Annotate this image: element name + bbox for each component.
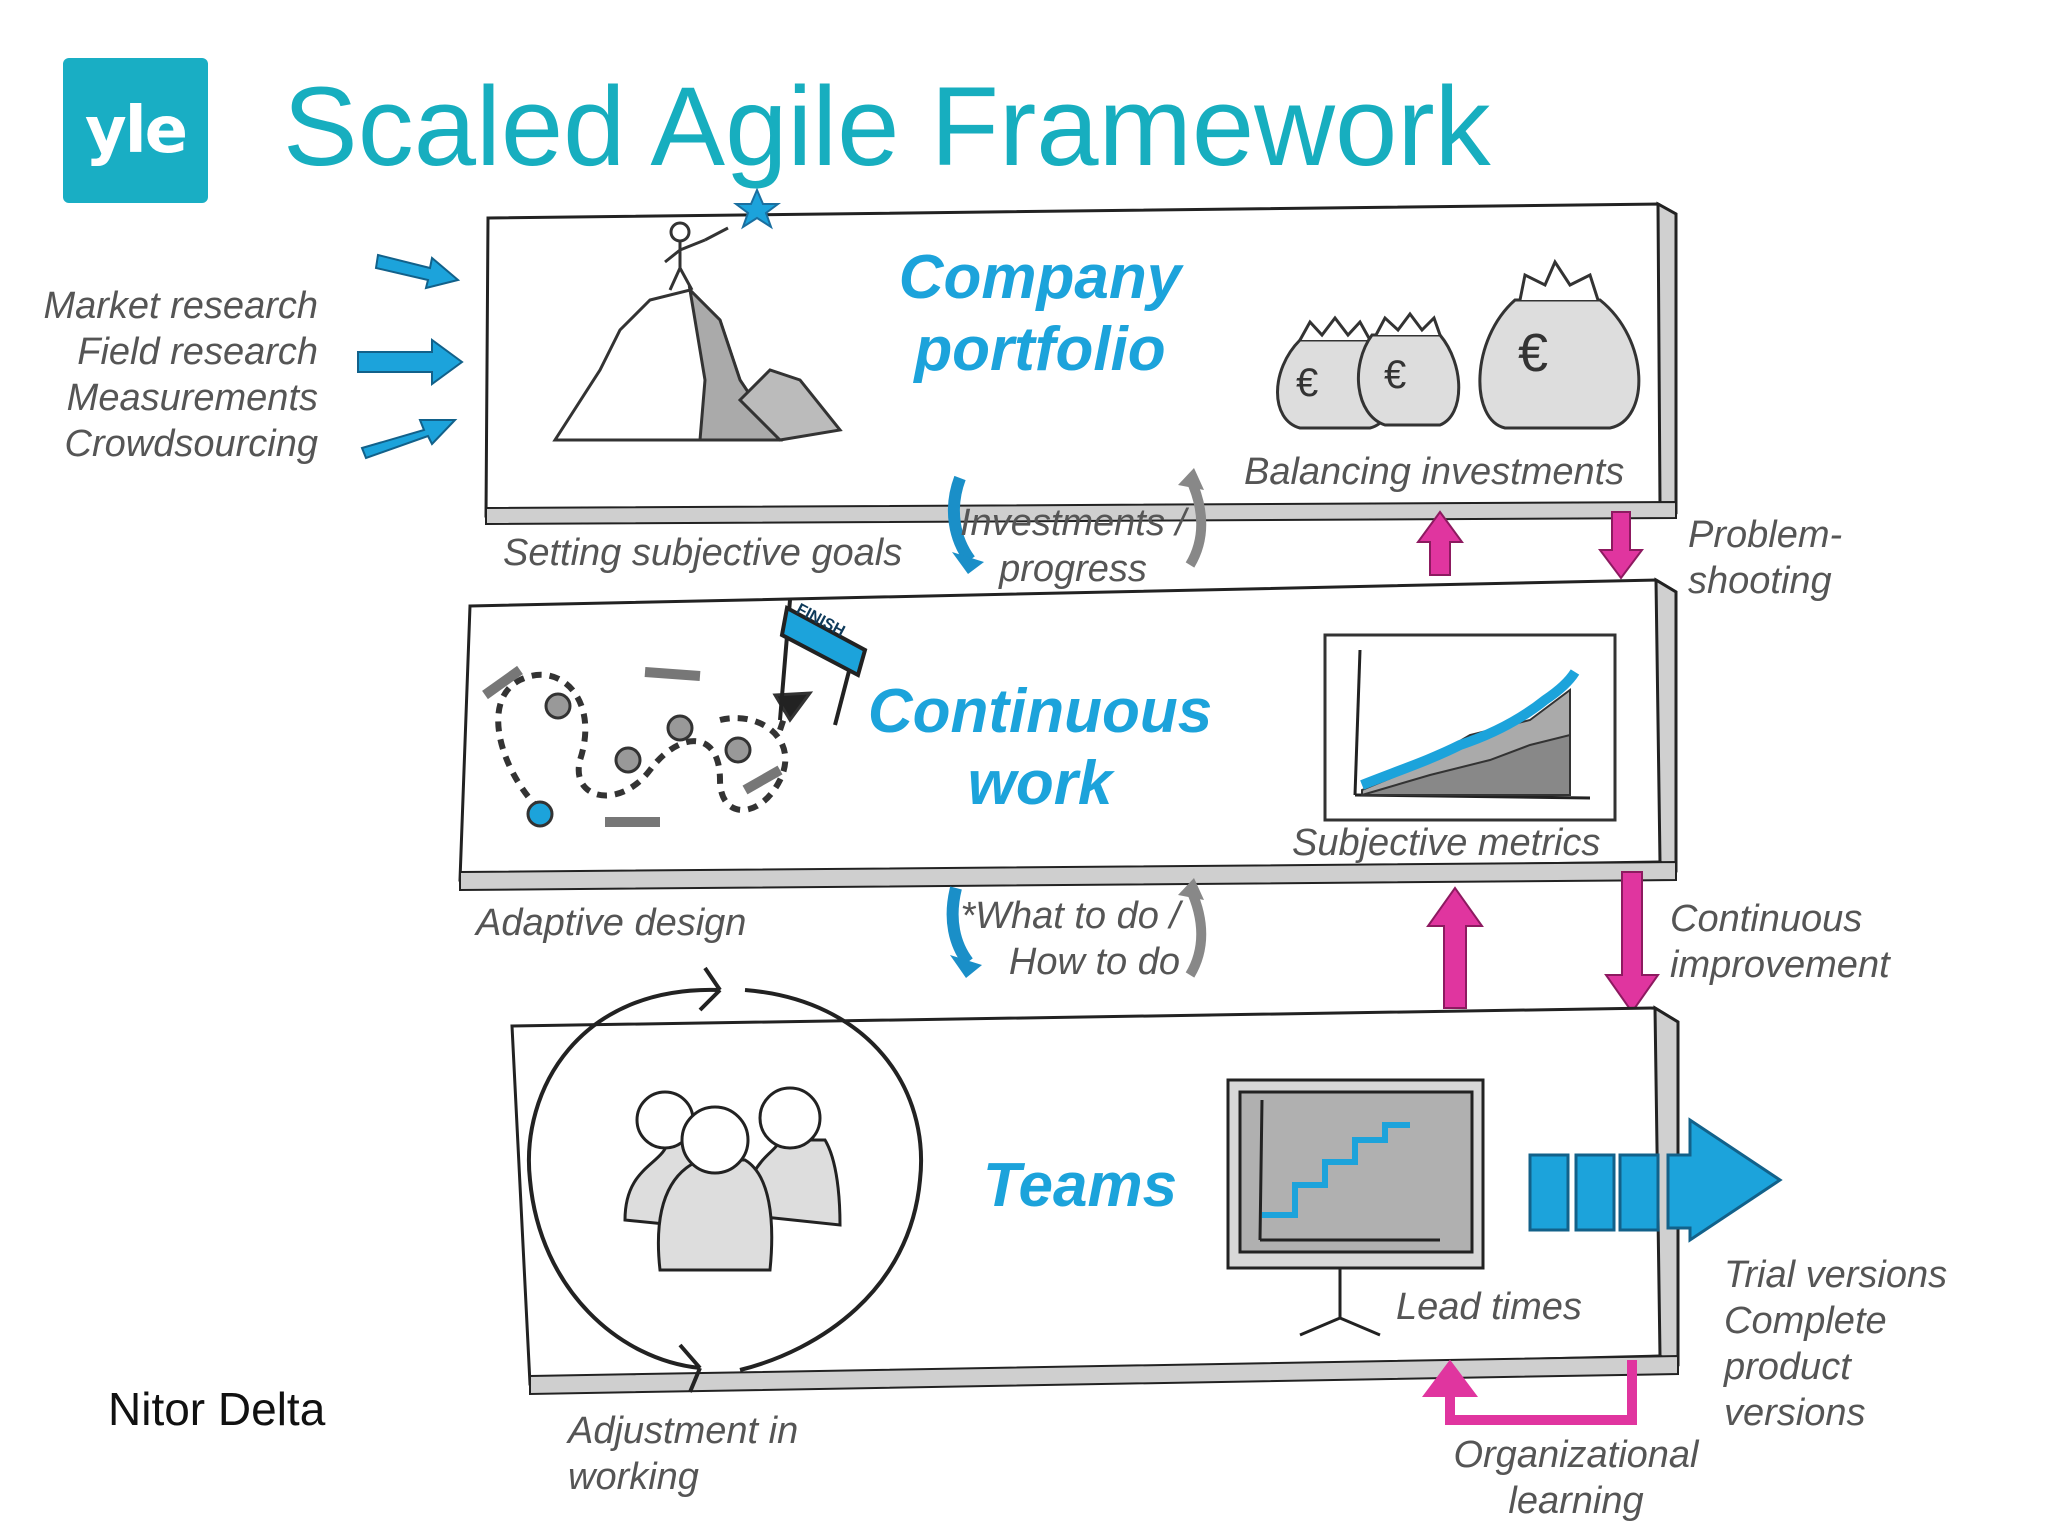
- label-line: Continuous: [1670, 898, 1863, 940]
- magenta-arrows-top: [1416, 510, 1644, 580]
- euro-sign: €: [1296, 361, 1319, 405]
- label-line: Organizational: [1453, 1434, 1699, 1476]
- magenta-down-arrow-2: [1604, 871, 1660, 1014]
- connector-middle-bottom: [946, 878, 1207, 978]
- label-line: Investments /: [960, 502, 1186, 544]
- magenta-down-arrow-1: [1598, 511, 1644, 580]
- investments-label: Investments / progress: [958, 500, 1188, 592]
- up-arrow-gray-1: [1185, 475, 1207, 568]
- page-title: Scaled Agile Framework: [283, 64, 1491, 189]
- label-line: learning: [1508, 1480, 1644, 1522]
- label-line: shooting: [1688, 560, 1832, 602]
- down-arrow-blue-1: [948, 475, 975, 564]
- finish-banner-icon: [778, 599, 868, 726]
- continuous-work-title: Continuous work: [860, 676, 1220, 820]
- team-cycle-icon: [527, 966, 923, 1393]
- adaptive-design-label: Adaptive design: [476, 902, 747, 944]
- path-game-pieces: [482, 665, 814, 828]
- logo-text: yle: [84, 93, 188, 168]
- euro-sign: €: [1384, 353, 1407, 397]
- input-arrow-3: [360, 419, 458, 460]
- input-arrow-2: [357, 338, 464, 386]
- level-title-line: work: [967, 749, 1113, 818]
- level-title-line: Continuous: [867, 677, 1213, 746]
- label-line: Problem-: [1688, 514, 1843, 556]
- footer-credit: Nitor Delta: [108, 1383, 326, 1435]
- inputs-list: Market research Field research Measureme…: [43, 283, 318, 467]
- label-line: versions: [1724, 1392, 1866, 1434]
- level-title-line: portfolio: [914, 315, 1166, 384]
- up-arrow-gray-2: [1185, 885, 1207, 978]
- label-line: progress: [999, 548, 1147, 590]
- label-line: improvement: [1670, 944, 1890, 986]
- company-portfolio-panel: [484, 201, 1678, 526]
- money-bags-icon: [1276, 258, 1641, 430]
- level-title-line: Company: [898, 243, 1182, 312]
- release-arrow-icon: [1528, 1117, 1783, 1243]
- lead-times-label: Lead times: [1396, 1286, 1582, 1328]
- what-how-label: *What to do / How to do: [958, 893, 1180, 985]
- adjustment-label: Adjustment in working: [568, 1408, 798, 1500]
- company-portfolio-title: Company portfolio: [880, 242, 1200, 386]
- magenta-up-arrow-1: [1416, 510, 1464, 576]
- input-item: Measurements: [66, 377, 318, 419]
- mountain-icon: [552, 221, 843, 442]
- setting-goals-label: Setting subjective goals: [503, 532, 903, 574]
- input-arrow-1: [374, 253, 461, 290]
- label-line: Complete: [1724, 1300, 1887, 1342]
- team-people-icon: [623, 1086, 842, 1272]
- organizational-learning-arrow: [1422, 1359, 1637, 1425]
- label-line: Trial versions: [1724, 1254, 1948, 1296]
- magenta-arrows-middle: [1426, 871, 1660, 1014]
- down-arrow-blue-2: [946, 886, 973, 966]
- continuous-improvement-label: Continuous improvement: [1670, 896, 1890, 988]
- trial-versions-label: Trial versions Complete product versions: [1724, 1252, 1947, 1436]
- label-line: working: [568, 1456, 699, 1498]
- area-chart-icon: [1323, 633, 1617, 822]
- input-item: Crowdsourcing: [64, 423, 318, 465]
- level-title-line: Teams: [982, 1151, 1178, 1220]
- label-line: Adjustment in: [568, 1410, 799, 1452]
- balancing-investments-label: Balancing investments: [1244, 451, 1625, 493]
- label-line: How to do: [1008, 941, 1180, 983]
- input-item: Market research: [43, 285, 318, 327]
- connector-top-middle: [948, 468, 1207, 574]
- input-arrows: [357, 253, 464, 460]
- subjective-metrics-label: Subjective metrics: [1292, 822, 1601, 864]
- euro-sign: €: [1518, 323, 1549, 383]
- magenta-up-arrow-2: [1426, 886, 1484, 1009]
- monitor-icon: [1226, 1078, 1485, 1337]
- label-line: *What to do /: [960, 895, 1180, 937]
- organizational-learning-label: Organizational learning: [1436, 1432, 1716, 1524]
- label-line: product: [1724, 1346, 1851, 1388]
- input-item: Field research: [77, 331, 318, 373]
- star-icon: [733, 187, 781, 230]
- teams-title: Teams: [960, 1150, 1200, 1222]
- yle-logo: yle: [63, 58, 208, 203]
- problem-shooting-label: Problem- shooting: [1688, 512, 1842, 604]
